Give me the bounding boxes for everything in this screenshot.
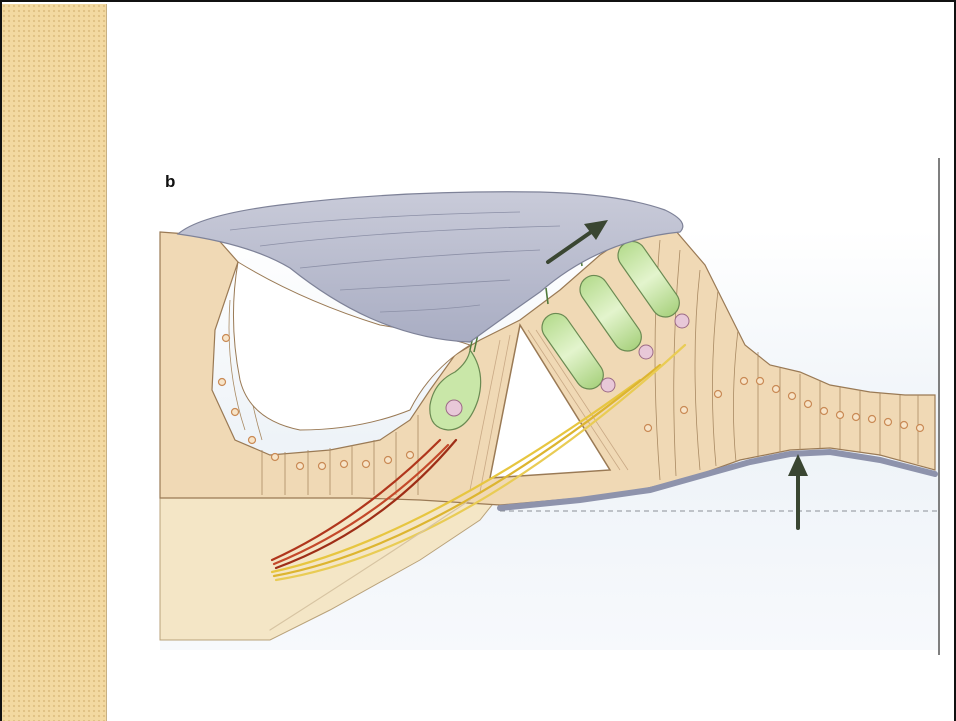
panel-label: b — [165, 172, 175, 192]
inner-hair-cell-nucleus — [446, 400, 462, 416]
